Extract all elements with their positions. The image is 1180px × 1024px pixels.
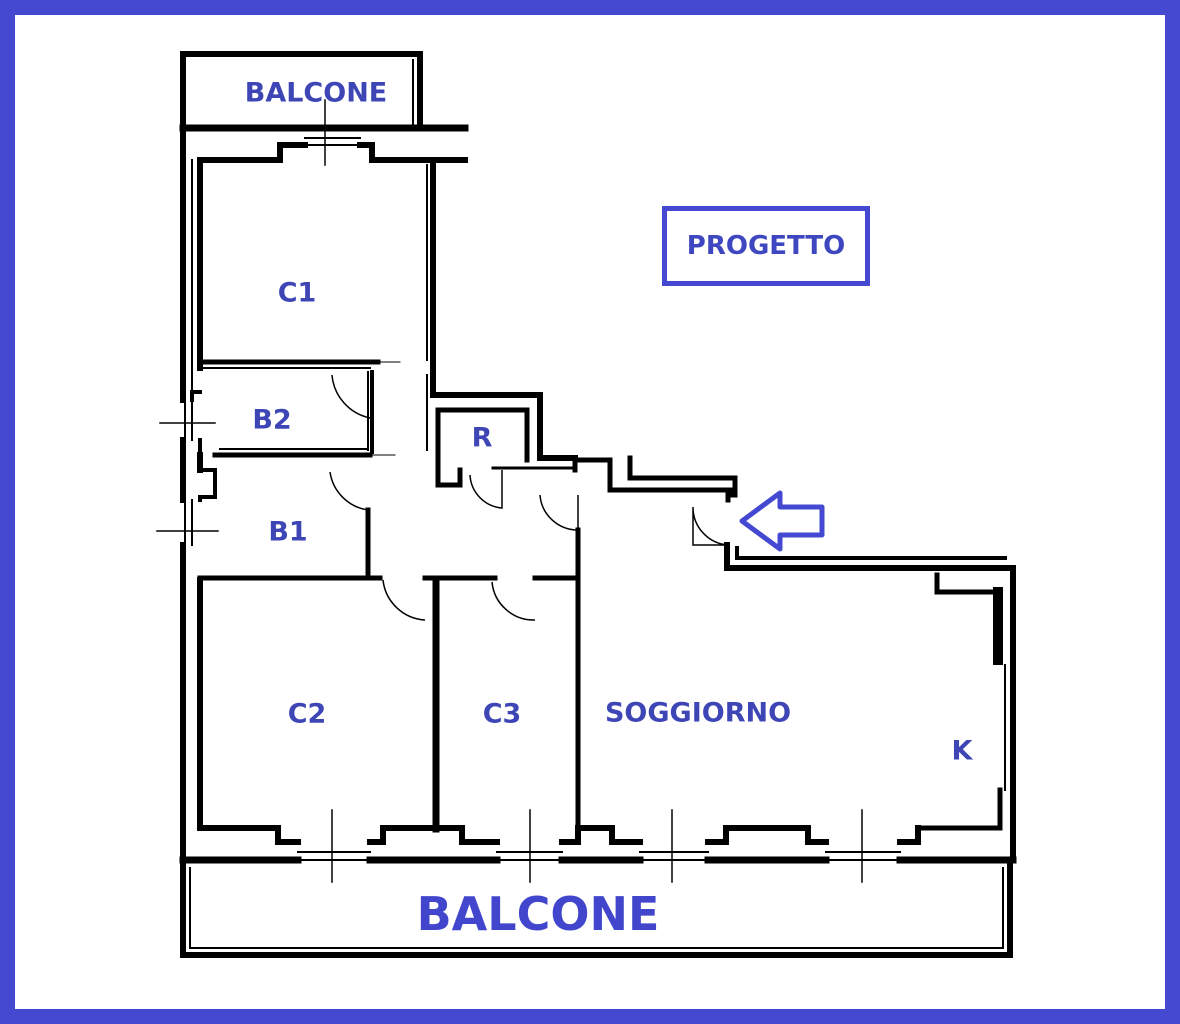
door-c3 <box>491 581 536 621</box>
wall-top-balcony <box>180 51 423 131</box>
door-b2 <box>331 374 371 419</box>
door-r <box>469 470 503 509</box>
room-label-b1: B1 <box>268 516 308 548</box>
room-label-soggiorno: SOGGIORNO <box>604 697 792 729</box>
door-c2 <box>382 579 426 621</box>
room-label-c3: C3 <box>482 698 522 730</box>
arrow-left-icon <box>739 490 825 552</box>
room-label-c2: C2 <box>287 698 327 730</box>
door-corridor <box>539 494 579 531</box>
room-label-r: R <box>471 422 493 454</box>
stamp-text: PROGETTO <box>686 231 846 261</box>
room-label-balcone-bottom: BALCONE <box>416 887 660 941</box>
wall-bottom-balcony <box>180 857 1013 958</box>
room-label-balcone-top: BALCONE <box>244 77 388 109</box>
room-label-c1: C1 <box>277 277 317 309</box>
room-label-k: K <box>951 735 973 767</box>
progetto-stamp: PROGETTO <box>662 206 870 286</box>
door-b1 <box>329 471 369 511</box>
door-entrance <box>692 506 728 546</box>
room-label-b2: B2 <box>252 404 292 436</box>
